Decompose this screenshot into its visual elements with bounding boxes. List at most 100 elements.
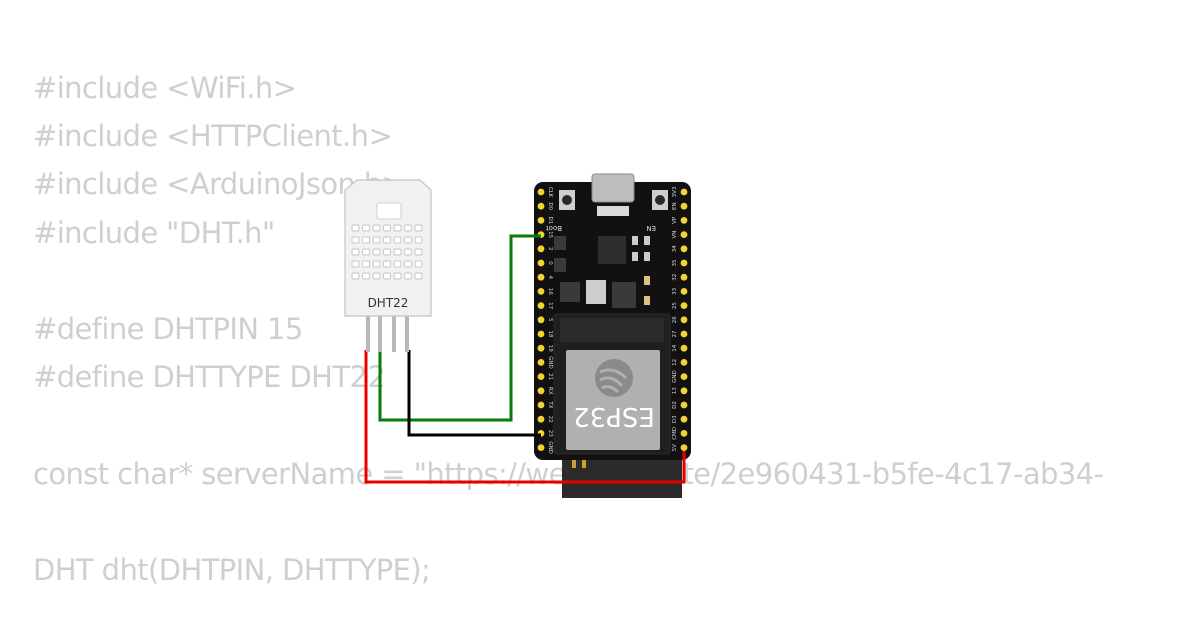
- boot-label: Boot: [546, 224, 562, 232]
- pin-label: D1: [547, 217, 553, 225]
- header-pin[interactable]: [680, 202, 688, 210]
- header-pin[interactable]: [680, 401, 688, 409]
- pin-label: 33: [672, 287, 678, 294]
- vent-hole: [351, 224, 360, 232]
- vent-hole: [372, 248, 381, 256]
- regulator: [586, 280, 606, 304]
- header-pin[interactable]: [680, 288, 688, 295]
- vent-hole: [383, 236, 391, 244]
- header-pin[interactable]: [680, 231, 688, 239]
- vent-hole: [393, 236, 402, 244]
- vent-hole: [404, 248, 412, 256]
- pin-label: 18: [547, 331, 553, 338]
- header-pin[interactable]: [537, 245, 545, 253]
- vent-hole: [372, 272, 381, 280]
- gnd-wire: [407, 350, 541, 437]
- header-pin[interactable]: [680, 217, 688, 224]
- smd-component: [554, 236, 566, 250]
- gold-pad: [582, 460, 586, 468]
- pin-label: 32: [672, 274, 678, 281]
- pin-label: GND: [547, 356, 553, 369]
- vent-hole: [404, 236, 412, 244]
- usb-uart-chip: [598, 236, 626, 264]
- pin-label: 12: [672, 359, 678, 366]
- vent-hole: [362, 248, 370, 256]
- header-pin[interactable]: [680, 344, 688, 352]
- vcc-wire: [364, 350, 686, 484]
- header-pin[interactable]: [537, 217, 545, 224]
- header-pin[interactable]: [537, 288, 545, 295]
- pin-label: 2: [547, 247, 553, 251]
- header-pin[interactable]: [680, 188, 688, 196]
- header-pin[interactable]: [537, 373, 545, 380]
- pin-label: D2: [672, 401, 678, 409]
- pin-label: 21: [547, 373, 553, 380]
- pin-label: 34: [672, 245, 678, 252]
- header-pin[interactable]: [680, 430, 688, 437]
- sensor-pin: [392, 308, 396, 352]
- right-header-pins: 3V3ENVPVN343532332526271412GND13D2D3CMD5…: [672, 186, 688, 451]
- pin-label: 4: [547, 275, 553, 279]
- header-pin[interactable]: [680, 330, 688, 338]
- pin-label: D0: [547, 202, 553, 210]
- pin-label: 19: [547, 345, 553, 352]
- header-pin[interactable]: [680, 373, 688, 380]
- header-pin[interactable]: [537, 188, 545, 196]
- header-pin[interactable]: [680, 387, 688, 395]
- header-pin[interactable]: [680, 302, 688, 309]
- vent-hole: [404, 260, 412, 268]
- en-button-cap: [655, 195, 665, 205]
- code-background: #include <WiFi.h>#include <HTTPClient.h>…: [33, 64, 1104, 594]
- header-pin[interactable]: [680, 245, 688, 253]
- resistor: [644, 252, 650, 261]
- dht22-sensor[interactable]: DHT22: [344, 179, 432, 352]
- header-pin[interactable]: [537, 330, 545, 338]
- header-pin[interactable]: [680, 273, 688, 281]
- header-pin[interactable]: [537, 359, 545, 366]
- pin-label: TX: [547, 400, 553, 408]
- vent-hole: [404, 272, 412, 280]
- header-pin[interactable]: [537, 273, 545, 281]
- sensor-pin: [405, 308, 409, 352]
- header-pin[interactable]: [537, 202, 545, 210]
- header-pin[interactable]: [537, 401, 545, 409]
- header-pin[interactable]: [537, 259, 545, 267]
- esp32-board[interactable]: Boot EN ESP32 CLKD0D115204161751819GND21…: [534, 173, 691, 498]
- pin-label: D3: [672, 415, 678, 423]
- header-pin[interactable]: [537, 444, 545, 451]
- header-pin[interactable]: [537, 415, 545, 423]
- header-pin[interactable]: [680, 444, 688, 451]
- pin-label: 22: [547, 416, 553, 423]
- vent-hole: [414, 272, 423, 280]
- header-pin[interactable]: [680, 259, 688, 267]
- vent-hole: [414, 224, 423, 232]
- chip-label: ESP32: [573, 401, 655, 431]
- header-pin[interactable]: [537, 387, 545, 395]
- vent-hole: [362, 224, 370, 232]
- resistor: [632, 236, 638, 245]
- header-pin[interactable]: [537, 316, 545, 324]
- vent-hole: [351, 272, 360, 280]
- header-pin[interactable]: [680, 415, 688, 423]
- header-pin[interactable]: [537, 302, 545, 309]
- pin-label: GND: [547, 441, 553, 454]
- pin-label: CMD: [672, 427, 678, 440]
- header-pin[interactable]: [680, 359, 688, 366]
- header-pin[interactable]: [680, 316, 688, 324]
- smd-component: [554, 258, 566, 272]
- vent-hole: [393, 260, 402, 268]
- vent-hole: [414, 260, 423, 268]
- header-pin[interactable]: [537, 344, 545, 352]
- pin-label: 16: [547, 288, 553, 295]
- pin-label: VN: [672, 231, 678, 239]
- code-line: #include <HTTPClient.h>: [33, 119, 393, 154]
- sensor-window: [376, 202, 402, 220]
- pin-label: GND: [672, 370, 678, 383]
- vent-hole: [414, 236, 423, 244]
- sensor-pin: [378, 308, 382, 352]
- regulator-body: [612, 282, 636, 308]
- vent-hole: [393, 248, 402, 256]
- vent-hole: [351, 248, 360, 256]
- code-line: #define DHTPIN 15: [33, 311, 303, 346]
